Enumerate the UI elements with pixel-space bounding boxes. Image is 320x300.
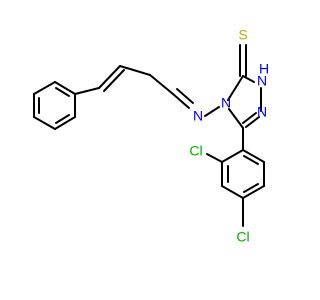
bond-phenyl-vinyl: [74, 87, 100, 95]
bond-phenyl-1: [33, 81, 56, 95]
bond-aryl-inner-3: [243, 155, 259, 165]
bond-aryl-6: [242, 149, 265, 163]
bond-vinyl-single: [119, 65, 151, 76]
nh-hydrogen-label: H: [259, 61, 269, 77]
nh-nitrogen-label: N: [257, 73, 267, 89]
chlorine-ortho-label: Cl: [189, 143, 202, 159]
bond-aryl-inner-2: [243, 183, 259, 193]
bond-aryl-3: [221, 185, 244, 199]
chlorine-para-label: Cl: [236, 229, 249, 245]
bond-triazole-n4-c3: [227, 75, 244, 101]
bond-phenyl-inner-2: [55, 114, 70, 124]
atom-labels: S H N N N N Cl Cl: [189, 27, 269, 245]
bonds: [33, 44, 265, 227]
bond-phenyl-inner-3: [55, 87, 70, 97]
bond-n-n: [204, 106, 220, 117]
sulfur-atom-label: S: [238, 27, 247, 43]
bond-imine-double-a: [172, 93, 190, 109]
bond-vinyl-double-b: [103, 69, 125, 92]
triazole-n4-label: N: [221, 95, 231, 111]
bond-triazole-c5-n4: [228, 108, 244, 129]
bond-phenyl-6: [54, 81, 76, 95]
bond-imine-double-b: [176, 88, 194, 104]
bond-triazole-n1-c5-b: [242, 112, 257, 124]
bond-imine-single: [149, 74, 174, 95]
bond-vinyl-double-a: [98, 65, 121, 89]
bond-triazole-n1-c5-a: [245, 116, 260, 128]
molecule-structure: S H N N N N Cl Cl: [33, 27, 269, 245]
bond-triazole-c3-n2: [242, 75, 255, 83]
imine-nitrogen-label: N: [193, 108, 203, 124]
triazole-n1-label: N: [257, 104, 267, 120]
bond-phenyl-4: [54, 116, 76, 130]
bond-phenyl-3: [33, 116, 56, 130]
bond-aryl-4: [242, 185, 265, 199]
bond-c-cl-ortho: [206, 153, 223, 163]
bond-aryl-1: [221, 149, 244, 163]
